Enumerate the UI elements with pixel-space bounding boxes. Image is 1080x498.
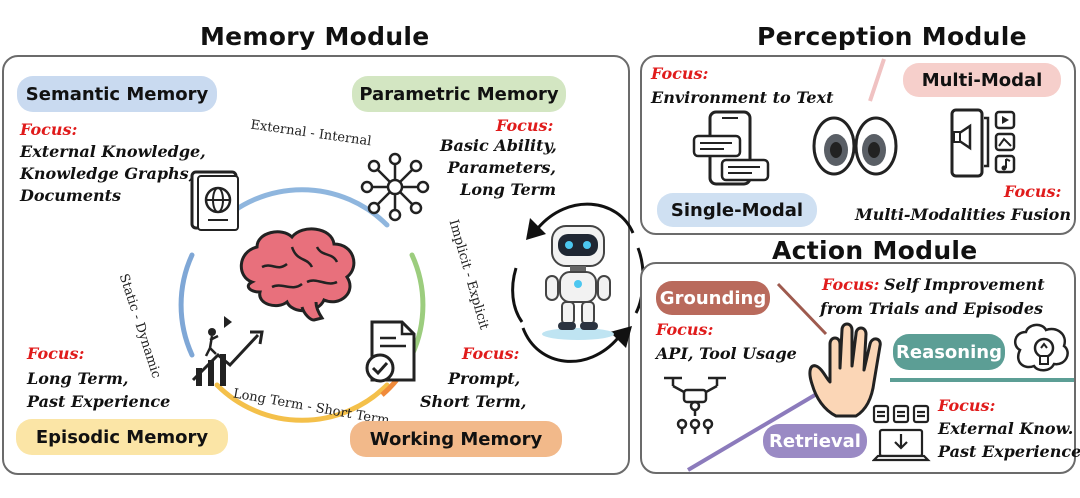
working-focus-line-1: Prompt,	[448, 369, 521, 388]
retrieval-focus-label: Focus:	[938, 396, 996, 415]
reasoning-pill: Reasoning	[893, 334, 1005, 370]
perception-bottom-focus-label: Focus:	[1004, 182, 1062, 201]
retrieval-pill: Retrieval	[763, 424, 867, 458]
passport-globe-icon	[190, 170, 239, 231]
working-focus-line-2: Short Term,	[420, 392, 527, 411]
episodic-focus-line-2: Past Experience	[27, 392, 171, 411]
grounding-focus-label: Focus:	[656, 320, 714, 339]
grounding-pill: Grounding	[656, 281, 770, 315]
parametric-memory-pill: Parametric Memory	[352, 76, 566, 112]
semantic-focus-line-3: Documents	[20, 186, 122, 205]
episodic-memory-pill: Episodic Memory	[16, 419, 228, 455]
semantic-focus-line-2: Knowledge Graphs,	[20, 164, 195, 183]
grounding-focus-text: API, Tool Usage	[656, 344, 797, 363]
brain-icon	[239, 227, 356, 322]
cycle-arrows-icon	[511, 202, 645, 363]
climbing-chart-icon	[191, 316, 264, 386]
action-module-title: Action Module	[772, 236, 978, 265]
semantic-memory-pill: Semantic Memory	[17, 76, 217, 112]
episodic-focus-label: Focus:	[27, 344, 85, 363]
action-top-focus-label: Focus:	[822, 275, 880, 294]
ring-arc-right	[409, 252, 426, 358]
perception-module-title: Perception Module	[757, 22, 1027, 51]
perception-top-focus-label: Focus:	[651, 64, 709, 83]
semantic-focus-line-1: External Knowledge,	[20, 142, 206, 161]
perception-divider	[868, 58, 886, 102]
memory-module-title: Memory Module	[200, 22, 430, 51]
action-top-focus-line-1: Self Improvement	[884, 275, 1045, 294]
working-focus-label: Focus:	[462, 344, 520, 363]
document-check-icon	[365, 320, 416, 383]
ring-arc-left	[178, 252, 195, 358]
lightbulb-brain-icon	[1013, 323, 1069, 372]
laptop-download-icon	[872, 404, 931, 462]
action-top-focus-line-2: from Trials and Episodes	[820, 299, 1044, 318]
semantic-focus-label: Focus:	[20, 120, 78, 139]
parametric-focus-line-3: Long Term	[460, 180, 556, 199]
perception-top-focus-text: Environment to Text	[651, 88, 834, 107]
parametric-focus-line-2: Parameters,	[447, 158, 556, 177]
drone-icon	[664, 376, 726, 434]
eyes-icon	[812, 116, 898, 176]
action-dividers	[686, 282, 1074, 472]
parametric-focus-line-1: Basic Ability,	[440, 136, 557, 155]
network-icon	[360, 152, 430, 222]
media-phone-icon	[950, 108, 1016, 178]
single-modal-pill: Single-Modal	[657, 193, 817, 227]
retrieval-focus-line-2: Past Experience	[938, 442, 1080, 461]
multi-modal-pill: Multi-Modal	[903, 63, 1061, 97]
retrieval-focus-line-1: External Know.	[938, 419, 1074, 438]
hand-icon	[808, 322, 882, 418]
parametric-focus-label: Focus:	[496, 116, 554, 135]
working-memory-pill: Working Memory	[350, 421, 562, 457]
ring-arc-bottom	[214, 382, 390, 423]
episodic-focus-line-1: Long Term,	[27, 369, 129, 388]
perception-bottom-focus-text: Multi-Modalities Fusion	[855, 205, 1071, 224]
phone-chat-icon	[692, 110, 770, 186]
robot-icon	[542, 225, 614, 340]
